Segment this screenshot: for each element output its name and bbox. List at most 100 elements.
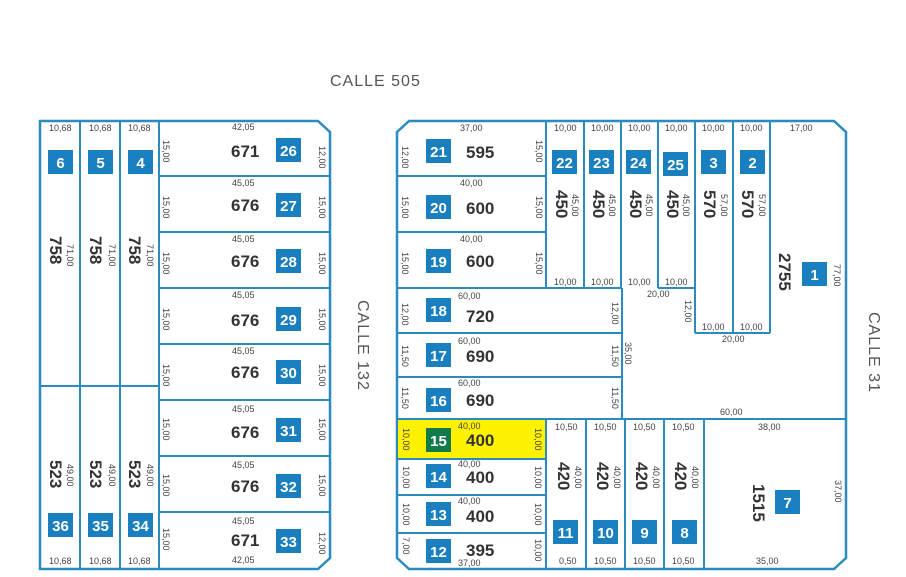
lot-26[interactable]: 42,05 15,00 12,00 671 26 bbox=[161, 122, 327, 169]
lot-area: 600 bbox=[466, 252, 494, 271]
lot-28[interactable]: 45,05 15,00 15,00 676 28 bbox=[161, 234, 327, 275]
lot-13[interactable]: 40,00 10,00 10,00 13 400 bbox=[401, 496, 543, 526]
lot-area: 671 bbox=[231, 142, 259, 161]
lot-12[interactable]: 7,00 10,00 12 395 37,00 bbox=[401, 537, 543, 568]
lot-3[interactable]: 10,00 3 570 57,00 10,00 bbox=[700, 123, 729, 332]
dim-label: 15,00 bbox=[534, 252, 544, 275]
lot-21[interactable]: 37,00 12,00 15,00 21 595 bbox=[400, 123, 544, 169]
lot-14[interactable]: 40,00 10,00 10,00 14 400 bbox=[401, 459, 543, 489]
lot-29[interactable]: 45,05 15,00 15,00 676 29 bbox=[161, 290, 327, 331]
lot-number: 10 bbox=[597, 525, 614, 542]
lot-35[interactable]: 523 35 bbox=[86, 460, 113, 537]
dim-label: 10,00 bbox=[533, 539, 543, 562]
lot-15-highlighted[interactable]: 40,00 10,00 10,00 15 400 bbox=[398, 420, 545, 458]
lot-1[interactable]: 17,00 2755 1 77,00 20,00 35,00 60,00 bbox=[623, 123, 842, 417]
lot-4[interactable]: 4 758 bbox=[125, 150, 153, 264]
dim-label: 10,68 bbox=[89, 123, 112, 133]
dim-label: 60,00 bbox=[458, 291, 481, 301]
lot-9[interactable]: 10,50 420 40,00 9 10,50 bbox=[632, 422, 661, 566]
dim-label: 12,00 bbox=[610, 302, 620, 325]
dim-label: 35,00 bbox=[756, 556, 779, 566]
dim-label: 40,00 bbox=[690, 466, 700, 489]
lot-number: 34 bbox=[132, 518, 149, 535]
dim-label: 45,05 bbox=[232, 460, 255, 470]
dim-label: 10,00 bbox=[702, 123, 725, 133]
lot-22[interactable]: 10,00 22 450 45,00 10,00 bbox=[552, 123, 580, 287]
lot-32[interactable]: 45,05 15,00 15,00 676 32 bbox=[161, 460, 327, 498]
dim-label: 15,00 bbox=[161, 308, 171, 331]
lot-number: 32 bbox=[280, 479, 297, 496]
lot-area: 758 bbox=[86, 236, 105, 264]
dim-label: 12,00 bbox=[317, 146, 327, 169]
lot-27[interactable]: 45,05 15,00 15,00 676 27 bbox=[161, 178, 327, 219]
lot-number: 35 bbox=[92, 518, 109, 535]
dim-label: 10,50 bbox=[633, 422, 656, 432]
lot-area: 690 bbox=[466, 347, 494, 366]
lot-area: 676 bbox=[231, 252, 259, 271]
lot-31[interactable]: 45,05 15,00 15,00 676 31 bbox=[161, 404, 327, 442]
lot-7[interactable]: 38,00 1515 7 37,00 35,00 bbox=[749, 422, 843, 566]
lot-33[interactable]: 45,05 15,00 12,00 671 33 42,05 bbox=[161, 516, 327, 565]
lot-20[interactable]: 40,00 15,00 15,00 20 600 bbox=[400, 178, 544, 219]
dim-label: 10,68 bbox=[128, 556, 151, 566]
lot-number: 23 bbox=[593, 155, 610, 172]
dim-label: 15,00 bbox=[161, 474, 171, 497]
lot-11[interactable]: 10,50 420 40,00 11 0,50 bbox=[553, 422, 583, 566]
lot-number: 9 bbox=[640, 525, 648, 542]
dim-label: 45,05 bbox=[232, 234, 255, 244]
lot-area: 570 bbox=[700, 190, 719, 218]
lot-area: 523 bbox=[125, 460, 144, 488]
lot-area: 450 bbox=[552, 190, 571, 218]
dim-label: 57,00 bbox=[719, 194, 729, 217]
dim-label: 10,50 bbox=[672, 422, 695, 432]
lot-5[interactable]: 5 758 bbox=[86, 150, 113, 264]
lot-10[interactable]: 10,50 420 40,00 10 10,50 bbox=[593, 422, 622, 566]
dim-label: 77,00 bbox=[832, 264, 842, 287]
lot-6[interactable]: 6 758 bbox=[46, 150, 73, 264]
dim-label: 45,00 bbox=[681, 194, 691, 217]
lot-16[interactable]: 60,00 11,50 11,50 16 690 bbox=[400, 378, 620, 412]
lot-area: 420 bbox=[554, 462, 573, 490]
lot-area: 450 bbox=[589, 190, 608, 218]
dim-label: 45,00 bbox=[570, 194, 580, 217]
dim-label: 15,00 bbox=[317, 474, 327, 497]
lot-area: 420 bbox=[671, 462, 690, 490]
lot-number: 28 bbox=[280, 254, 297, 271]
lot-30[interactable]: 45,05 15,00 15,00 676 30 bbox=[161, 346, 327, 387]
right-block-outline bbox=[395, 119, 848, 571]
lot-17[interactable]: 60,00 11,50 11,50 17 690 bbox=[400, 336, 620, 367]
dim-label: 10,50 bbox=[633, 556, 656, 566]
lot-25[interactable]: 10,00 25 450 45,00 10,00 bbox=[663, 123, 691, 287]
lot-number: 20 bbox=[430, 200, 447, 217]
lot-36[interactable]: 523 36 bbox=[46, 460, 73, 537]
lot-24[interactable]: 10,00 24 450 45,00 10,00 bbox=[626, 123, 654, 287]
lot-area: 720 bbox=[466, 307, 494, 326]
dim-label: 10,00 bbox=[533, 466, 543, 489]
lot-23[interactable]: 10,00 23 450 45,00 10,00 bbox=[589, 123, 617, 287]
dim-label: 15,00 bbox=[534, 196, 544, 219]
dim-label: 10,00 bbox=[665, 123, 688, 133]
street-label-right: CALLE 31 bbox=[865, 312, 882, 393]
lot-area: 523 bbox=[46, 460, 65, 488]
dim-label: 20,00 bbox=[722, 334, 745, 344]
dim-label: 11,50 bbox=[610, 345, 620, 367]
lot-2[interactable]: 10,00 2 570 57,00 10,00 bbox=[738, 123, 767, 332]
dim-label: 12,00 bbox=[683, 300, 693, 323]
lot-number: 22 bbox=[556, 155, 573, 172]
lot-number: 36 bbox=[52, 518, 69, 535]
dim-label: 10,00 bbox=[401, 503, 411, 526]
dim-label: 20,00 bbox=[647, 289, 670, 299]
lot-number: 31 bbox=[280, 423, 297, 440]
dim-label: 10,00 bbox=[628, 123, 651, 133]
lot-34[interactable]: 523 34 bbox=[125, 460, 153, 537]
lot-19[interactable]: 40,00 15,00 15,00 19 600 bbox=[400, 234, 544, 275]
dim-label: 10,68 bbox=[49, 123, 72, 133]
lot-8[interactable]: 10,50 420 40,00 8 10,50 bbox=[671, 422, 700, 566]
dim-label: 45,05 bbox=[232, 404, 255, 414]
lot-number: 15 bbox=[430, 433, 447, 450]
dim-label: 45,00 bbox=[644, 194, 654, 217]
dim-label: 40,00 bbox=[458, 496, 481, 506]
dim-label: 40,00 bbox=[460, 234, 483, 244]
lot-18[interactable]: 60,00 12,00 12,00 18 720 bbox=[400, 291, 620, 326]
dim-label: 37,00 bbox=[460, 123, 483, 133]
